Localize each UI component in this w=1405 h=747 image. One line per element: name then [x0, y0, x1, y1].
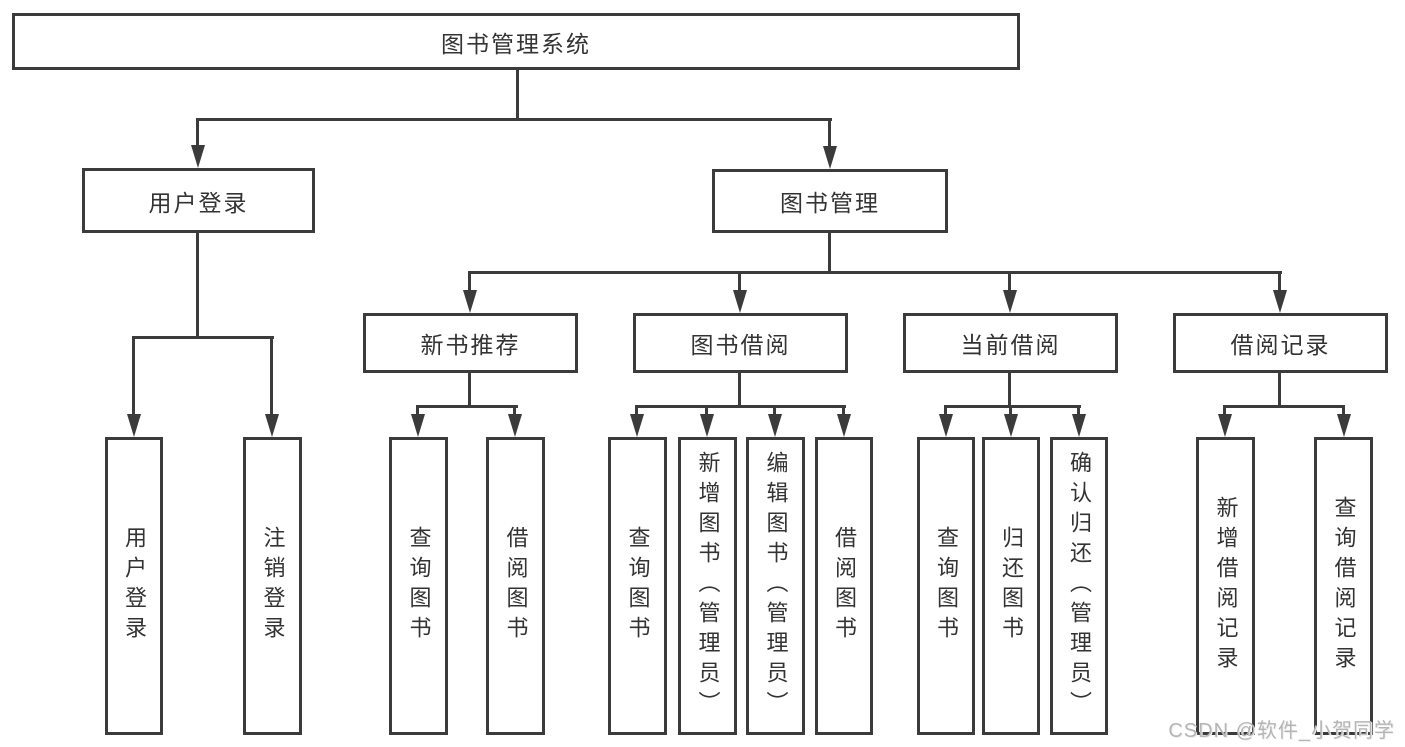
node-leaf-add-record-label: 新增借阅记录: [1213, 496, 1239, 676]
connector-level3-rail: [468, 271, 1282, 274]
node-leaf-user-login-label: 用户登录: [122, 526, 147, 646]
connector-stub-user-login: [196, 118, 199, 150]
connector-stub-edit-book: [773, 405, 776, 419]
node-leaf-query-book-b: 查询图书: [608, 437, 667, 735]
node-leaf-add-record: 新增借阅记录: [1196, 437, 1255, 735]
node-leaf-query-record: 查询借阅记录: [1314, 437, 1373, 735]
connector-book-borrow-drop: [738, 373, 741, 408]
connector-stub-return-book: [1009, 405, 1012, 419]
node-new-book-recommend: 新书推荐: [363, 313, 578, 373]
connector-arrowhead-current-borrow: [1003, 290, 1017, 313]
connector-root-drop: [516, 70, 519, 120]
connector-stub-query-book-a: [416, 405, 419, 419]
node-leaf-borrow-book-b: 借阅图书: [815, 437, 873, 735]
node-leaf-logout: 注销登录: [243, 437, 302, 735]
node-leaf-borrow-book-a-label: 借阅图书: [503, 526, 529, 646]
connector-borrow-record-rail: [1223, 405, 1345, 408]
node-leaf-confirm-return-label: 确认归还（管理员）: [1067, 451, 1092, 721]
connector-stub-new-book-recommend: [468, 271, 471, 293]
connector-arrowhead-leaf-logout: [265, 414, 279, 437]
connector-arrowhead-borrow-book-a: [508, 414, 522, 437]
node-user-login: 用户登录: [82, 168, 315, 233]
connector-arrowhead-book-borrow: [733, 290, 747, 313]
node-leaf-add-book-label: 新增图书（管理员）: [695, 451, 721, 721]
node-leaf-confirm-return: 确认归还（管理员）: [1050, 437, 1108, 735]
connector-stub-add-book: [705, 405, 708, 419]
connector-arrowhead-borrow-book-b: [837, 414, 851, 437]
connector-arrowhead-add-record: [1218, 414, 1232, 437]
connector-arrowhead-return-book: [1004, 414, 1018, 437]
connector-stub-current-borrow: [1008, 271, 1011, 293]
connector-stub-query-record: [1342, 405, 1345, 419]
node-leaf-return-book: 归还图书: [982, 437, 1040, 735]
node-leaf-query-record-label: 查询借阅记录: [1331, 496, 1357, 676]
connector-arrowhead-user-login: [191, 145, 205, 168]
connector-stub-confirm-return: [1077, 405, 1080, 419]
node-leaf-query-book-a-label: 查询图书: [406, 526, 432, 646]
node-leaf-edit-book: 编辑图书（管理员）: [746, 437, 805, 735]
node-root: 图书管理系统: [12, 13, 1020, 70]
connector-stub-borrow-book-b: [842, 405, 845, 419]
connector-current-borrow-drop: [1008, 373, 1011, 408]
node-new-book-recommend-label: 新书推荐: [420, 332, 521, 358]
node-book-management: 图书管理: [712, 169, 948, 233]
connector-user-login-rail: [132, 336, 274, 339]
connector-arrowhead-leaf-user-login: [127, 414, 141, 437]
node-leaf-query-book-c: 查询图书: [917, 437, 975, 735]
node-borrow-record: 借阅记录: [1173, 313, 1388, 373]
watermark: CSDN @软件_小贺同学: [1168, 720, 1395, 742]
connector-level2-rail: [196, 118, 832, 121]
connector-stub-book-borrow: [738, 271, 741, 293]
node-leaf-query-book-b-label: 查询图书: [625, 526, 651, 646]
connector-stub-leaf-logout: [270, 336, 273, 418]
connector-book-borrow-rail: [635, 405, 846, 408]
node-leaf-logout-label: 注销登录: [260, 526, 286, 646]
node-leaf-add-book: 新增图书（管理员）: [678, 437, 737, 735]
connector-stub-borrow-record: [1278, 271, 1281, 293]
connector-stub-book-management: [828, 118, 831, 150]
connector-arrowhead-query-book-c: [939, 414, 953, 437]
node-user-login-label: 用户登录: [148, 189, 249, 216]
node-leaf-query-book-a: 查询图书: [389, 437, 448, 735]
node-leaf-edit-book-label: 编辑图书（管理员）: [763, 451, 789, 721]
connector-user-login-drop: [196, 233, 199, 338]
connector-new-book-recommend-rail: [416, 405, 518, 408]
connector-current-borrow-rail: [944, 405, 1081, 408]
connector-borrow-record-drop: [1278, 373, 1281, 408]
connector-stub-add-record: [1223, 405, 1226, 419]
connector-new-book-recommend-drop: [468, 373, 471, 408]
connector-arrowhead-edit-book: [768, 414, 782, 437]
node-book-borrow-label: 图书借阅: [690, 332, 791, 358]
node-root-label: 图书管理系统: [441, 30, 591, 57]
node-book-borrow: 图书借阅: [633, 313, 848, 373]
node-current-borrow: 当前借阅: [903, 313, 1118, 373]
node-current-borrow-label: 当前借阅: [960, 332, 1061, 358]
connector-stub-borrow-book-a: [513, 405, 516, 419]
connector-arrowhead-new-book-recommend: [463, 290, 477, 313]
connector-book-management-drop: [828, 233, 831, 274]
node-leaf-return-book-label: 归还图书: [999, 526, 1024, 646]
node-leaf-user-login: 用户登录: [105, 437, 163, 735]
connector-stub-leaf-user-login: [132, 336, 135, 418]
node-book-management-label: 图书管理: [780, 190, 880, 216]
node-leaf-query-book-c-label: 查询图书: [934, 526, 959, 646]
node-leaf-borrow-book-b-label: 借阅图书: [832, 526, 857, 646]
connector-stub-query-book-b: [635, 405, 638, 419]
node-borrow-record-label: 借阅记录: [1230, 332, 1331, 358]
connector-arrowhead-borrow-record: [1273, 290, 1287, 313]
connector-arrowhead-book-management: [823, 146, 837, 169]
connector-arrowhead-query-record: [1337, 414, 1351, 437]
connector-stub-query-book-c: [944, 405, 947, 419]
connector-arrowhead-query-book-b: [630, 414, 644, 437]
node-leaf-borrow-book-a: 借阅图书: [486, 437, 545, 735]
connector-arrowhead-query-book-a: [411, 414, 425, 437]
connector-arrowhead-confirm-return: [1072, 414, 1086, 437]
connector-arrowhead-add-book: [700, 414, 714, 437]
